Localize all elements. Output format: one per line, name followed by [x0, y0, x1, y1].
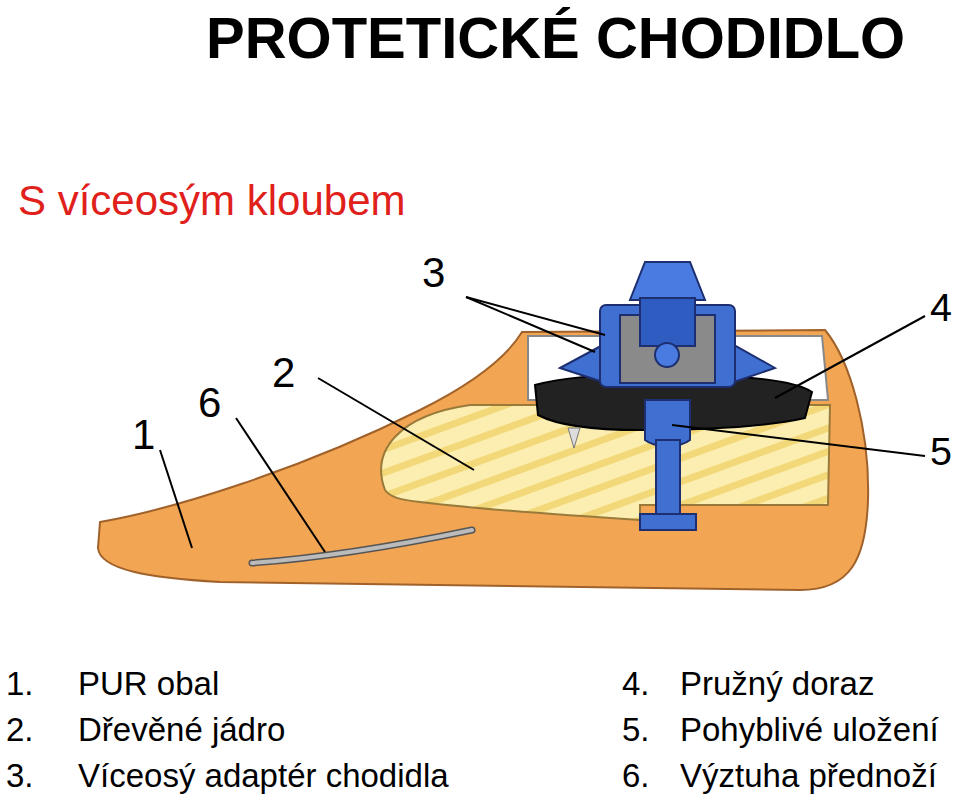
callout-number: 5	[930, 430, 952, 473]
part-name: Výztuha přednoží	[680, 758, 937, 794]
pin	[568, 428, 580, 448]
part-name: Pružný doraz	[680, 666, 874, 702]
list-number: 4.	[622, 666, 650, 702]
callout-number: 4	[930, 286, 952, 329]
part-name: PUR obal	[78, 666, 219, 702]
list-number: 5.	[622, 712, 650, 748]
part-name: Víceosý adaptér chodidla	[78, 758, 449, 794]
callout-number: 1	[132, 412, 155, 458]
callout-number: 6	[198, 380, 221, 426]
callout-number: 2	[272, 350, 295, 396]
forefoot-stiffener	[252, 530, 472, 563]
part-name: Dřevěné jádro	[78, 712, 285, 748]
list-number: 3.	[6, 758, 34, 794]
part-name: Pohyblivé uložení	[680, 712, 939, 748]
subtitle: S víceosým kloubem	[18, 178, 405, 224]
list-number: 1.	[6, 666, 34, 702]
list-number: 2.	[6, 712, 34, 748]
title: PROTETICKÉ CHODIDLO	[206, 6, 905, 70]
pur-shell	[98, 330, 868, 590]
leader-lines	[160, 297, 925, 552]
list-number: 6.	[622, 758, 650, 794]
callout-number: 3	[422, 250, 445, 296]
forefoot-stiffener-shine	[252, 530, 472, 563]
multiaxial-adapter	[560, 262, 775, 530]
